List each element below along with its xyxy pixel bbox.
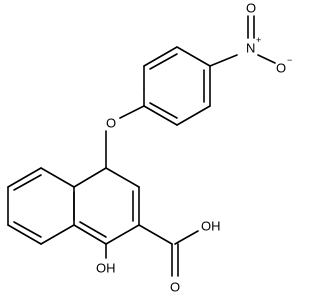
bond bbox=[13, 174, 42, 191]
bond bbox=[13, 221, 42, 238]
hydroxyl-group: OH bbox=[96, 243, 116, 276]
nitro-group: N + O O − bbox=[209, 1, 292, 76]
bond bbox=[105, 224, 140, 245]
carboxyl-oxygen-label: O bbox=[170, 280, 180, 295]
nitro-oxygen-double-label: O bbox=[246, 1, 256, 16]
bond bbox=[143, 46, 178, 67]
bond bbox=[143, 105, 178, 126]
bond bbox=[209, 54, 238, 67]
bond bbox=[40, 167, 75, 188]
chemical-structure: N + O O − O OH O OH bbox=[7, 1, 292, 295]
carboxylic-acid-group: OH O bbox=[138, 219, 221, 295]
bond bbox=[73, 167, 107, 188]
bond bbox=[73, 224, 107, 245]
nitro-oxygen-charge: − bbox=[287, 55, 292, 65]
phenol-hydroxyl-label: OH bbox=[96, 261, 116, 276]
bond bbox=[149, 53, 178, 70]
bond bbox=[105, 167, 140, 188]
bond bbox=[176, 46, 211, 67]
bond bbox=[7, 224, 42, 245]
nitro-oxygen-single-label: O bbox=[276, 61, 286, 76]
bond bbox=[257, 54, 276, 64]
nitro-nitrogen-charge: + bbox=[256, 35, 261, 45]
carboxyl-hydroxyl-label: OH bbox=[201, 219, 221, 234]
bond bbox=[40, 224, 75, 245]
ether-oxygen-label: O bbox=[106, 116, 116, 131]
naphthalene-core bbox=[7, 167, 140, 245]
bond bbox=[7, 167, 42, 188]
bond bbox=[79, 221, 107, 238]
ether-linkage: O bbox=[105, 105, 145, 169]
nitro-nitrogen-label: N bbox=[246, 41, 255, 56]
bond bbox=[174, 230, 199, 245]
nitrophenyl-ring bbox=[143, 46, 211, 126]
bond bbox=[138, 224, 173, 245]
bond bbox=[119, 105, 145, 119]
bond bbox=[149, 102, 178, 119]
bond bbox=[176, 105, 211, 126]
